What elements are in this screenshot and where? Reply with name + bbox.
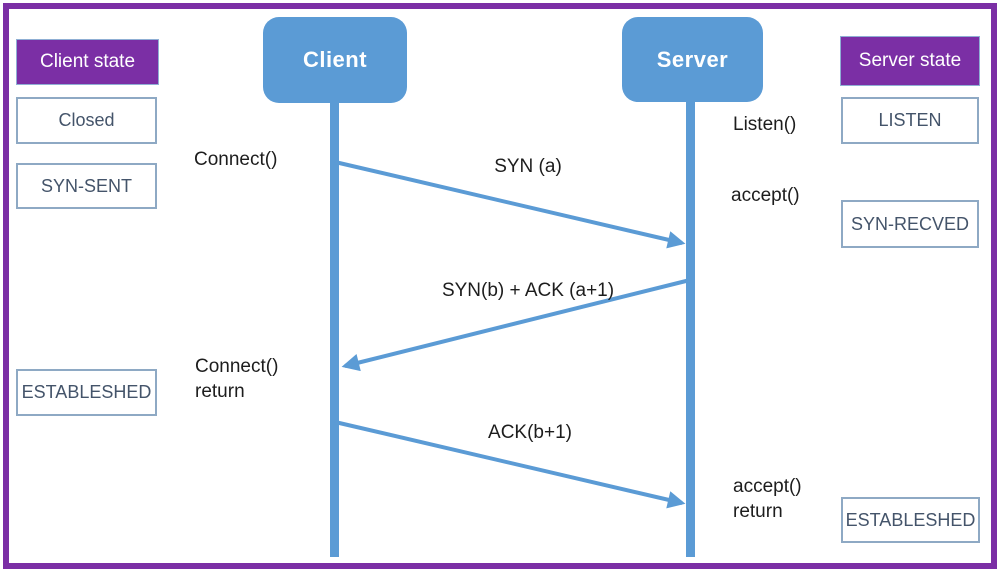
connect-return-label: Connect() return	[195, 354, 278, 404]
state-box-established-client: ESTABLESHED	[16, 369, 157, 416]
accept-return-label: accept() return	[733, 474, 802, 524]
client-state-header: Client state	[16, 39, 159, 85]
state-box-listen: LISTEN	[841, 97, 979, 144]
state-box-established-server: ESTABLESHED	[841, 497, 980, 543]
syn-ack-message-label: SYN(b) + ACK (a+1)	[441, 280, 615, 301]
connect-call-label: Connect()	[194, 149, 278, 170]
syn-message-label: SYN (a)	[494, 156, 562, 177]
state-box-syn-sent: SYN-SENT	[16, 163, 157, 209]
server-lifeline	[686, 99, 695, 557]
actor-server: Server	[622, 17, 763, 102]
connect-return-line2: return	[195, 381, 245, 402]
server-state-header: Server state	[840, 36, 980, 86]
listen-call-label: Listen()	[733, 114, 797, 135]
ack-message-label: ACK(b+1)	[488, 422, 572, 443]
actor-client: Client	[263, 17, 407, 103]
connect-return-line1: Connect()	[195, 356, 279, 377]
state-box-syn-recved: SYN-RECVED	[841, 200, 979, 248]
state-box-closed: Closed	[16, 97, 157, 144]
accept-return-line2: return	[733, 501, 783, 522]
client-lifeline	[330, 100, 339, 557]
accept-return-line1: accept()	[733, 476, 802, 497]
accept-call-label: accept()	[731, 185, 800, 206]
